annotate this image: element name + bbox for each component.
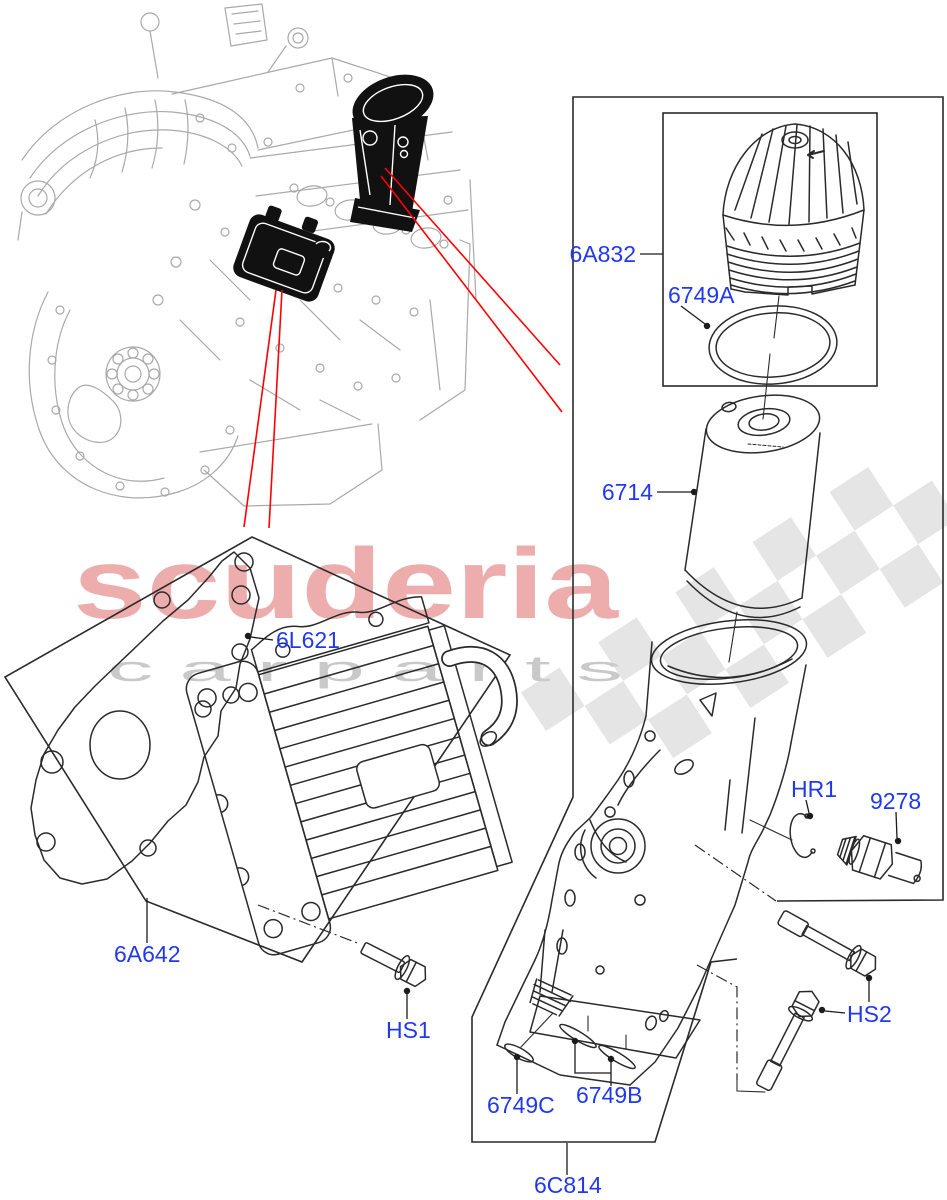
label-seal-c: 6749C xyxy=(487,1092,555,1118)
seal-6749b-1 xyxy=(559,1023,597,1049)
filter-cap-drawing xyxy=(722,123,865,296)
label-gasket: 6L621 xyxy=(276,627,340,653)
watermark-brand-text: scuderia xyxy=(73,528,620,640)
gasket-drawing xyxy=(30,551,260,885)
label-pressure-sensor: 9278 xyxy=(870,788,921,814)
label-cap-o-ring: 6749A xyxy=(668,282,735,308)
cooler-panel-border xyxy=(3,536,512,963)
filter-element-drawing xyxy=(684,394,821,619)
leader-lines xyxy=(146,253,902,1175)
projection-line xyxy=(696,964,738,1080)
bolt-hs1 xyxy=(360,942,427,988)
oil-cooler-drawing xyxy=(185,596,518,956)
label-oil-cooler-kit: 6A642 xyxy=(114,941,181,967)
cap-o-ring-drawing xyxy=(708,305,838,385)
label-cooler-bolt: HS1 xyxy=(386,1017,431,1043)
housing-panel-border-lower xyxy=(471,796,738,1143)
part-number-labels: 6A832 6749A 6714 6L621 6A642 HS1 HR1 927… xyxy=(114,241,921,1198)
seal-6749c xyxy=(504,1043,534,1063)
panel-boundaries xyxy=(3,96,944,1143)
label-snap-ring: HR1 xyxy=(791,776,837,802)
axis-line xyxy=(773,295,780,339)
label-seal-b: 6749B xyxy=(576,1082,643,1108)
filter-cap-box-border xyxy=(662,112,878,387)
oil-filter-housing-highlight xyxy=(350,74,434,232)
seal-6749b-2 xyxy=(598,1044,636,1070)
red-locator-lines xyxy=(243,167,563,529)
pressure-sensor-drawing xyxy=(836,835,923,885)
housing-panel-border xyxy=(572,96,944,902)
oil-cooler-highlight xyxy=(233,205,335,302)
label-filter-cap: 6A832 xyxy=(569,241,636,267)
label-housing-bolt: HS2 xyxy=(847,1001,892,1027)
bolt-hs2-upper xyxy=(777,910,877,977)
label-filter-element: 6714 xyxy=(602,479,653,505)
label-filter-housing: 6C814 xyxy=(534,1172,602,1198)
snap-ring-drawing xyxy=(789,812,816,859)
watermark: scuderia c a r p a r t s xyxy=(73,466,947,759)
bolt-axis-line xyxy=(257,904,361,945)
engine-illustration xyxy=(17,3,477,507)
projection-line xyxy=(694,844,777,902)
bolt-hs2-lower xyxy=(756,990,820,1091)
axis-line xyxy=(749,819,793,841)
checkered-flag-icon xyxy=(520,466,947,759)
